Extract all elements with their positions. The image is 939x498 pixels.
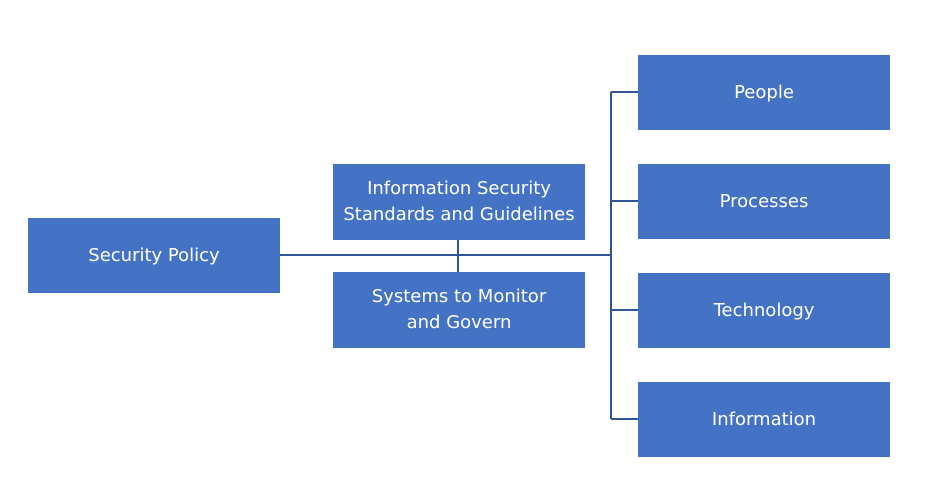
branch-box-information: Information [638, 382, 890, 457]
branch-label-people: People [734, 81, 794, 103]
standards-guidelines-box: Information Security Standards and Guide… [333, 164, 585, 240]
security-policy-box: Security Policy [28, 218, 280, 293]
branch-label-technology: Technology [713, 299, 815, 321]
branch-box-processes: Processes [638, 164, 890, 239]
branch-box-people: People [638, 55, 890, 130]
branch-box-technology: Technology [638, 273, 890, 348]
branch-label-information: Information [711, 408, 817, 430]
security-policy-label: Security Policy [88, 244, 220, 266]
monitor-govern-box: Systems to Monitor and Govern [333, 272, 585, 348]
standards-guidelines-label: Information Security Standards and Guide… [343, 178, 575, 225]
monitor-govern-label: Systems to Monitor and Govern [371, 286, 547, 333]
branch-label-processes: Processes [719, 190, 809, 212]
